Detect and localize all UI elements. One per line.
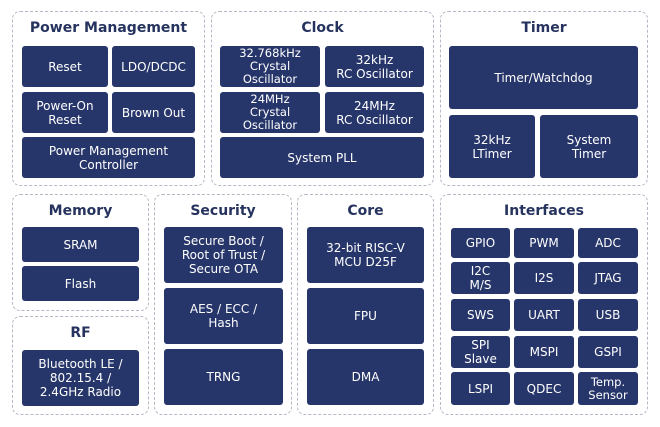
gpio-block: GPIO bbox=[451, 228, 510, 258]
spi-slave-block: SPI Slave bbox=[451, 336, 510, 368]
power-management-controller-block: Power Management Controller bbox=[22, 137, 195, 178]
timer-panel: Timer Timer/Watchdog 32kHz LTimer System… bbox=[440, 11, 648, 186]
power-on-reset-block: Power-On Reset bbox=[22, 92, 108, 133]
cpu-block: 32-bit RISC-V MCU D25F bbox=[307, 227, 424, 283]
i2s-block: I2S bbox=[514, 262, 574, 294]
radio-block: Bluetooth LE / 802.15.4 / 2.4GHz Radio bbox=[22, 350, 139, 406]
system-pll-block: System PLL bbox=[220, 137, 424, 178]
sram-block: SRAM bbox=[22, 227, 139, 262]
rf-title: RF bbox=[70, 325, 91, 341]
security-panel: Security Secure Boot / Root of Trust / S… bbox=[154, 194, 292, 415]
jtag-block: JTAG bbox=[578, 262, 638, 294]
uart-block: UART bbox=[514, 299, 574, 331]
temp-sensor-block: Temp. Sensor bbox=[578, 372, 638, 405]
brown-out-block: Brown Out bbox=[112, 92, 195, 133]
secure-boot-block: Secure Boot / Root of Trust / Secure OTA bbox=[164, 227, 283, 283]
crystal-24mhz-block: 24MHz Crystal Oscillator bbox=[220, 92, 320, 133]
dma-block: DMA bbox=[307, 349, 424, 405]
i2c-block: I2C M/S bbox=[451, 262, 510, 294]
interfaces-title: Interfaces bbox=[504, 203, 584, 219]
fpu-block: FPU bbox=[307, 288, 424, 344]
flash-block: Flash bbox=[22, 266, 139, 301]
ltimer-block: 32kHz LTimer bbox=[449, 115, 535, 178]
power-management-panel: Power Management Reset LDO/DCDC Power-On… bbox=[12, 11, 205, 186]
trng-block: TRNG bbox=[164, 349, 283, 405]
memory-title: Memory bbox=[48, 203, 113, 219]
core-title: Core bbox=[347, 203, 384, 219]
crystal-32khz-block: 32.768kHz Crystal Oscillator bbox=[220, 46, 320, 87]
timer-watchdog-block: Timer/Watchdog bbox=[449, 46, 638, 109]
qdec-block: QDEC bbox=[514, 372, 574, 405]
interfaces-panel: Interfaces GPIO PWM ADC I2C M/S I2S JTAG… bbox=[440, 194, 648, 415]
power-management-title: Power Management bbox=[29, 20, 188, 36]
sws-block: SWS bbox=[451, 299, 510, 331]
usb-block: USB bbox=[578, 299, 638, 331]
clock-panel: Clock 32.768kHz Crystal Oscillator 32kHz… bbox=[211, 11, 434, 186]
lspi-block: LSPI bbox=[451, 372, 510, 405]
gspi-block: GSPI bbox=[578, 336, 638, 368]
reset-block: Reset bbox=[22, 46, 108, 87]
pwm-block: PWM bbox=[514, 228, 574, 258]
aes-ecc-hash-block: AES / ECC / Hash bbox=[164, 288, 283, 344]
mspi-block: MSPI bbox=[514, 336, 574, 368]
rf-panel: RF Bluetooth LE / 802.15.4 / 2.4GHz Radi… bbox=[12, 316, 149, 415]
rc-24mhz-block: 24MHz RC Oscillator bbox=[325, 92, 424, 133]
system-timer-block: System Timer bbox=[540, 115, 638, 178]
security-title: Security bbox=[190, 203, 256, 219]
memory-panel: Memory SRAM Flash bbox=[12, 194, 149, 311]
rc-32khz-block: 32kHz RC Oscillator bbox=[325, 46, 424, 87]
clock-title: Clock bbox=[301, 20, 344, 36]
core-panel: Core 32-bit RISC-V MCU D25F FPU DMA bbox=[297, 194, 434, 415]
ldo-dcdc-block: LDO/DCDC bbox=[112, 46, 195, 87]
adc-block: ADC bbox=[578, 228, 638, 258]
timer-title: Timer bbox=[521, 20, 567, 36]
